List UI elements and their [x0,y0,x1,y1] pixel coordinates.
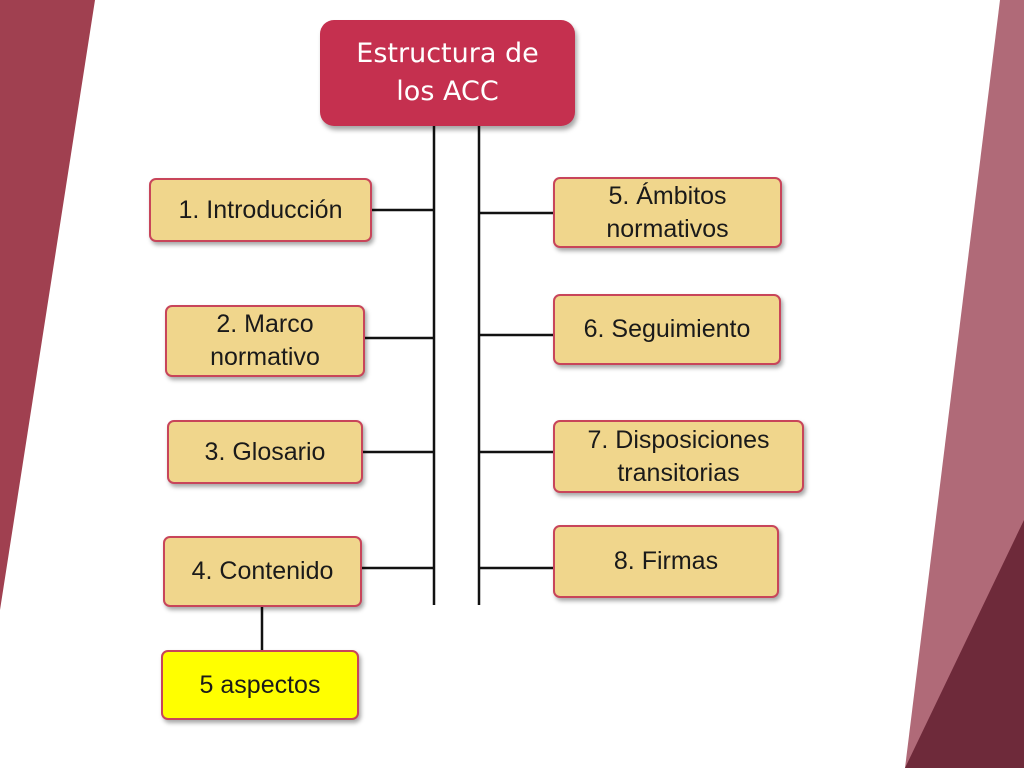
node-firmas: 8. Firmas [553,525,779,598]
right-stripe [905,0,1024,768]
node-marco-normativo: 2. Marco normativo [165,305,365,377]
right-corner-triangle [905,520,1024,768]
left-stripe [0,0,95,610]
node-introduccion: 1. Introducción [149,178,372,242]
node-ambitos-normativos: 5. Ámbitos normativos [553,177,782,248]
node-5-aspectos: 5 aspectos [161,650,359,720]
node-glosario: 3. Glosario [167,420,363,484]
node-seguimiento: 6. Seguimiento [553,294,781,365]
node-disposiciones-transitorias: 7. Disposiciones transitorias [553,420,804,493]
node-contenido: 4. Contenido [163,536,362,607]
diagram-title-box: Estructura de los ACC [320,20,575,126]
